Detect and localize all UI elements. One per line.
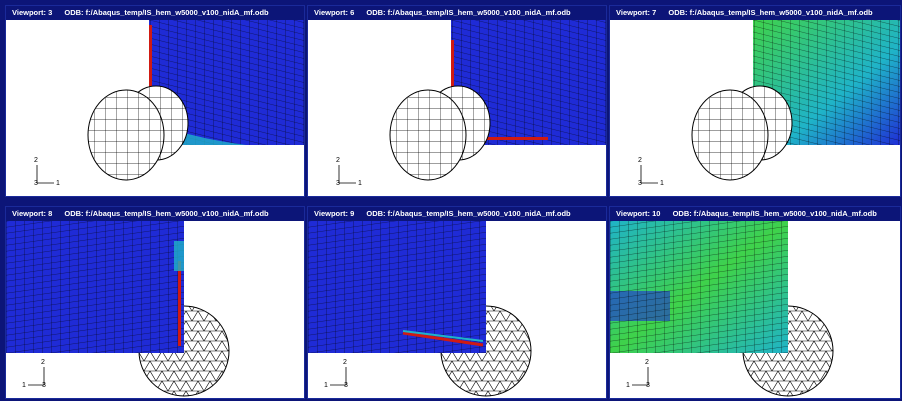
odb-path: ODB: f:/Abaqus_temp/IS_hem_w5000_v100_ni… <box>668 8 873 17</box>
axis-label-1: 1 <box>22 382 26 389</box>
fe-model-view[interactable] <box>308 20 607 197</box>
sheet-mesh-lines <box>610 221 788 353</box>
axis-triad: 2 1 3 <box>626 359 656 389</box>
axis-label-3: 3 <box>344 382 348 389</box>
fe-model-view[interactable] <box>6 221 305 399</box>
fe-model-view[interactable] <box>308 221 607 399</box>
hot-edge <box>149 25 152 145</box>
axis-label-2: 2 <box>336 157 340 164</box>
hot-edge <box>178 261 181 346</box>
viewport-6[interactable]: Viewport: 6 ODB: f:/Abaqus_temp/IS_hem_w… <box>307 5 607 197</box>
viewport-title-bar: Viewport: 6 ODB: f:/Abaqus_temp/IS_hem_w… <box>308 6 606 20</box>
odb-path: ODB: f:/Abaqus_temp/IS_hem_w5000_v100_ni… <box>64 209 269 218</box>
axis-triad: 2 1 3 <box>22 359 52 389</box>
axis-triad: 2 1 3 <box>324 359 354 389</box>
sheet-mesh <box>6 221 184 353</box>
tool-face <box>389 89 467 181</box>
axis-label-1: 1 <box>324 382 328 389</box>
axis-label-1: 1 <box>660 180 664 187</box>
viewport-name: Viewport: 10 <box>616 209 661 218</box>
axis-label-3: 3 <box>646 382 650 389</box>
hot-edge <box>402 331 484 347</box>
tool-face <box>691 89 769 181</box>
axis-label-1: 1 <box>56 180 60 187</box>
sheet-mesh <box>308 221 486 353</box>
contact-zone <box>174 241 184 271</box>
fe-model-view[interactable] <box>610 20 901 197</box>
axis-label-3: 3 <box>42 382 46 389</box>
axis-label-2: 2 <box>34 157 38 164</box>
fe-model-view[interactable] <box>610 221 901 399</box>
viewport-name: Viewport: 7 <box>616 8 657 17</box>
axis-label-2: 2 <box>638 157 642 164</box>
viewport-title-bar: Viewport: 10 ODB: f:/Abaqus_temp/IS_hem_… <box>610 207 900 221</box>
axis-label-2: 2 <box>645 359 649 366</box>
viewport-name: Viewport: 3 <box>12 8 53 17</box>
contact-zone <box>402 330 484 342</box>
viewport-7[interactable]: Viewport: 7 ODB: f:/Abaqus_temp/IS_hem_w… <box>609 5 901 197</box>
axis-triad: 2 1 3 <box>32 157 60 187</box>
viewport-name: Viewport: 8 <box>12 209 53 218</box>
axis-triad: 2 1 3 <box>636 157 664 187</box>
viewport-name: Viewport: 6 <box>314 8 355 17</box>
odb-path: ODB: f:/Abaqus_temp/IS_hem_w5000_v100_ni… <box>64 8 269 17</box>
axis-triad: 2 1 3 <box>334 157 362 187</box>
viewport-title-bar: Viewport: 7 ODB: f:/Abaqus_temp/IS_hem_w… <box>610 6 900 20</box>
axis-label-1: 1 <box>358 180 362 187</box>
axis-label-3: 3 <box>638 180 642 187</box>
viewport-title-bar: Viewport: 3 ODB: f:/Abaqus_temp/IS_hem_w… <box>6 6 304 20</box>
fe-model-view[interactable] <box>6 20 305 197</box>
axis-label-3: 3 <box>34 180 38 187</box>
odb-path: ODB: f:/Abaqus_temp/IS_hem_w5000_v100_ni… <box>672 209 877 218</box>
odb-path: ODB: f:/Abaqus_temp/IS_hem_w5000_v100_ni… <box>366 8 571 17</box>
axis-label-1: 1 <box>626 382 630 389</box>
hot-edge-horizontal <box>478 137 548 140</box>
odb-path: ODB: f:/Abaqus_temp/IS_hem_w5000_v100_ni… <box>366 209 571 218</box>
axis-label-3: 3 <box>336 180 340 187</box>
axis-label-2: 2 <box>343 359 347 366</box>
viewport-10[interactable]: Viewport: 10 ODB: f:/Abaqus_temp/IS_hem_… <box>609 206 901 399</box>
contact-zone <box>166 128 246 145</box>
viewport-name: Viewport: 9 <box>314 209 355 218</box>
viewport-3[interactable]: Viewport: 3 ODB: f:/Abaqus_temp/IS_hem_w… <box>5 5 305 197</box>
viewport-title-bar: Viewport: 9 ODB: f:/Abaqus_temp/IS_hem_w… <box>308 207 606 221</box>
viewport-9[interactable]: Viewport: 9 ODB: f:/Abaqus_temp/IS_hem_w… <box>307 206 607 399</box>
axis-label-2: 2 <box>41 359 45 366</box>
viewport-8[interactable]: Viewport: 8 ODB: f:/Abaqus_temp/IS_hem_w… <box>5 206 305 399</box>
tool-face <box>87 89 165 181</box>
viewport-title-bar: Viewport: 8 ODB: f:/Abaqus_temp/IS_hem_w… <box>6 207 304 221</box>
